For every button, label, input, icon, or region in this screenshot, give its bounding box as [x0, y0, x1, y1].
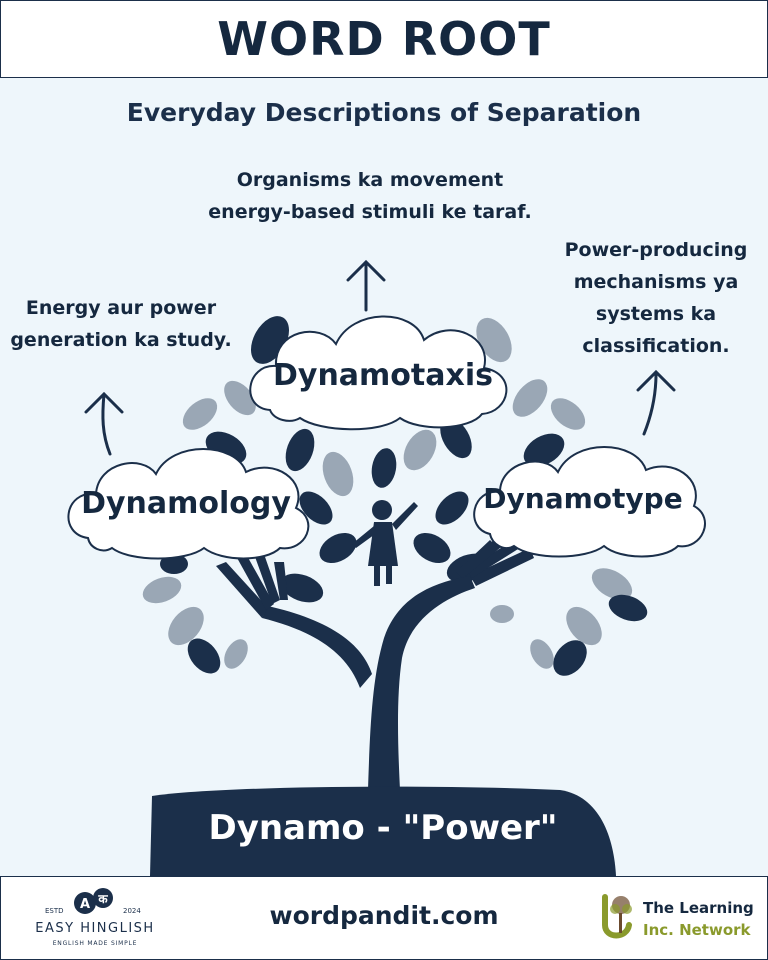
header: WORD ROOT [0, 0, 768, 78]
ground [150, 786, 616, 876]
easy-hinglish-tagline: ENGLISH MADE SIMPLE [52, 940, 138, 947]
word-dynamotaxis: Dynamotaxis [272, 358, 493, 393]
easy-hinglish-logo: A क ESTD 2024 EASY HINGLISH ENGLISH MADE… [27, 887, 163, 951]
description-left: Energy aur power generation ka study. [10, 297, 232, 351]
learning-network-line1: The Learning [643, 899, 754, 917]
arrow-top [346, 259, 386, 312]
child-figure [352, 500, 418, 586]
learning-network-line2: Inc. Network [643, 921, 751, 939]
estd-year: 2024 [123, 907, 141, 915]
root-label: Dynamo - "Power" [208, 808, 558, 848]
word-dynamology: Dynamology [81, 486, 291, 521]
description-top: Organisms ka movement energy-based stimu… [208, 169, 532, 223]
footer: A क ESTD 2024 EASY HINGLISH ENGLISH MADE… [0, 876, 768, 960]
cloud-left [67, 448, 310, 560]
arrow-left [84, 391, 124, 456]
main-panel: Everyday Descriptions of Separation Orga… [0, 78, 768, 876]
leaves [142, 316, 648, 676]
tree-trunk [216, 530, 534, 790]
word-dynamotype: Dynamotype [483, 482, 683, 515]
tree-illustration [67, 259, 706, 876]
cloud-top [249, 315, 508, 431]
cloud-right [473, 446, 706, 558]
tree-u-icon [602, 894, 632, 939]
site-link[interactable]: wordpandit.com [269, 901, 499, 930]
bubble-k: क [97, 892, 108, 906]
learning-network-logo: The Learning Inc. Network [599, 891, 759, 947]
description-right: Power-producing mechanisms ya systems ka… [564, 239, 748, 357]
bubble-a: A [80, 897, 90, 912]
arrows [84, 259, 676, 456]
estd-label: ESTD [45, 907, 64, 915]
easy-hinglish-name: EASY HINGLISH [35, 921, 155, 936]
chat-bubbles-icon: A क [74, 888, 113, 914]
subtitle: Everyday Descriptions of Separation [126, 98, 642, 127]
arrow-right [636, 369, 676, 436]
page-title: WORD ROOT [217, 12, 551, 66]
